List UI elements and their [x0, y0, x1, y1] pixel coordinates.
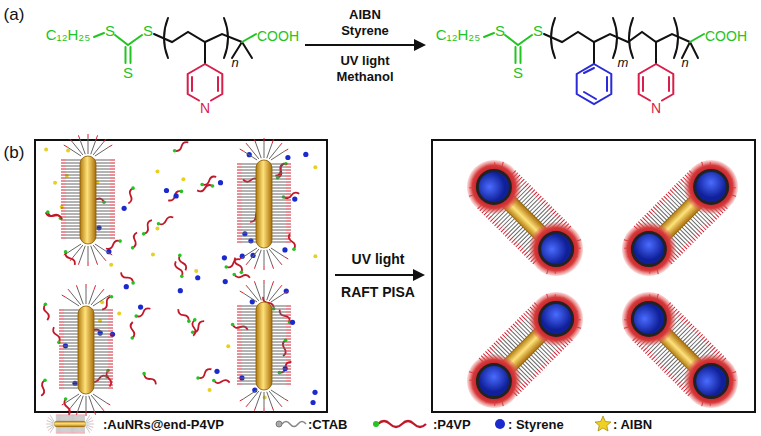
sulfur-atom: S [533, 23, 543, 38]
nitrogen-atom: N [651, 101, 661, 115]
reagent-label: Styrene [341, 24, 389, 37]
legend-text: :AuNRs@end-P4VP [103, 418, 224, 431]
acid-group: COOH [705, 29, 747, 43]
reagent-label: AIBN [349, 8, 381, 21]
product-structure [484, 18, 704, 104]
acid-group: COOH [257, 29, 299, 43]
condition-label: UV light [340, 54, 389, 67]
nitrogen-atom: N [200, 101, 210, 115]
nanorods-after [456, 149, 750, 420]
arrow-head [414, 39, 426, 51]
sulfur-atom: S [495, 23, 505, 38]
repeat-subscript: m [618, 56, 629, 69]
reactant-structure [94, 18, 256, 101]
process-arrow [335, 274, 416, 276]
legend-text: : Styrene [508, 418, 564, 431]
sulfur-atom: S [105, 23, 115, 38]
legend-samples [46, 414, 611, 433]
legend-text: :CTAB [308, 418, 347, 431]
repeat-subscript: n [231, 56, 238, 69]
alkyl-group: C₁₂H₂₅ [46, 27, 90, 42]
arrow-head [413, 269, 425, 281]
process-label: RAFT PISA [341, 285, 415, 299]
sulfur-atom: S [513, 65, 523, 80]
sulfur-atom: S [123, 65, 133, 80]
legend-text: : AIBN [613, 418, 652, 431]
alkyl-group: C₁₂H₂₅ [436, 27, 480, 42]
solvent-label: Methanol [336, 70, 393, 83]
sulfur-atom: S [143, 23, 153, 38]
nanorods-before [59, 134, 291, 416]
legend-text: :P4VP [433, 418, 471, 431]
panel-label: (b) [4, 144, 25, 161]
panel-label: (a) [4, 6, 25, 23]
repeat-subscript: n [681, 56, 688, 69]
reaction-arrow [305, 44, 418, 46]
condition-label: UV light [352, 252, 405, 266]
